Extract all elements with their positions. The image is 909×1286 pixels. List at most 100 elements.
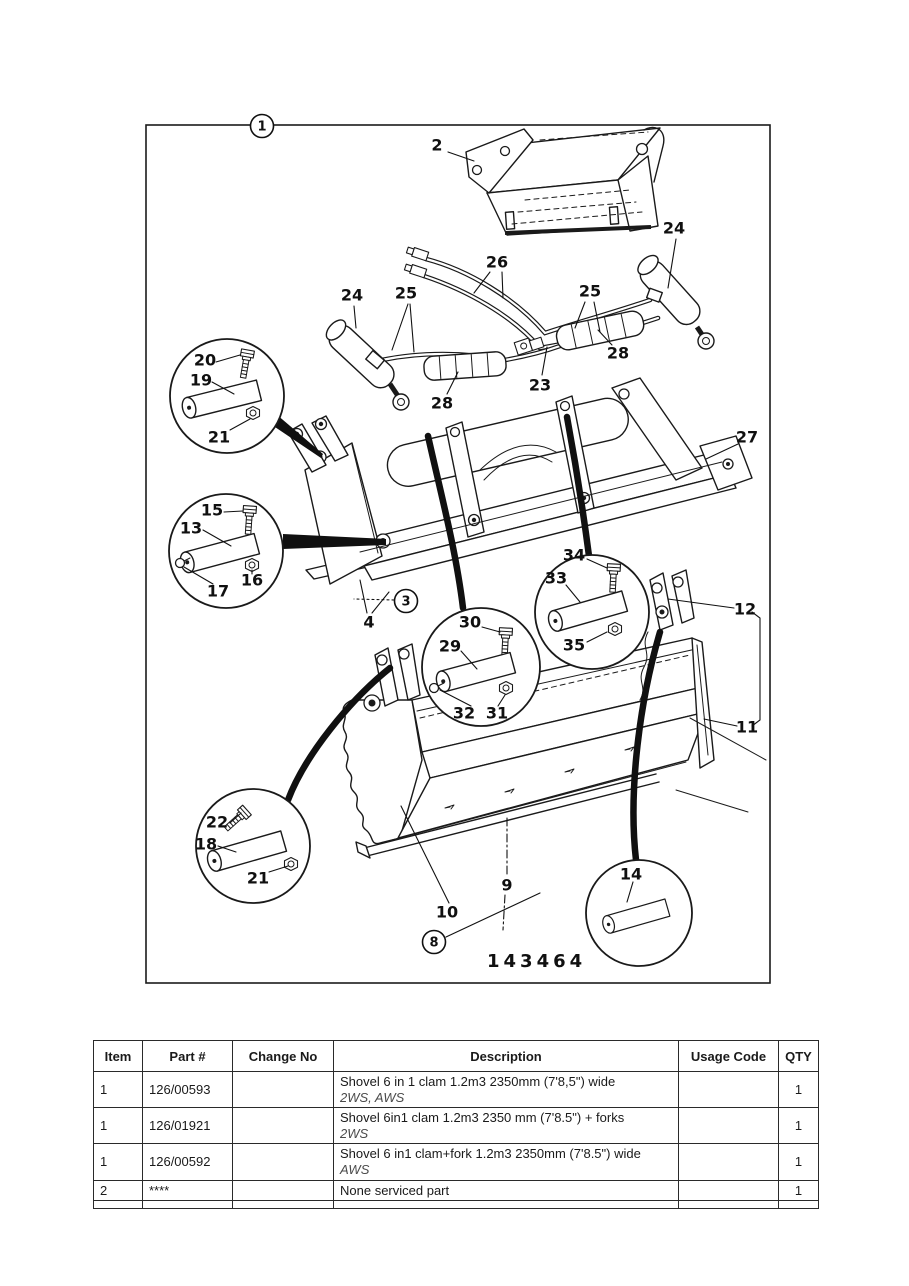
callout-8: 8 <box>429 936 438 951</box>
nut-glyph <box>607 621 623 637</box>
cell-part-number: **** <box>142 1179 233 1202</box>
cell-qty: 1 <box>778 1107 819 1145</box>
callout-16: 16 <box>241 571 263 590</box>
callout-11: 11 <box>736 718 758 737</box>
column-header-usage-code: Usage Code <box>678 1040 779 1072</box>
callout-25: 25 <box>395 284 417 303</box>
cell-description: Shovel 6 in 1 clam 1.2m3 2350mm (7'8,5")… <box>333 1070 679 1109</box>
nut-glyph <box>245 405 261 421</box>
callout-13: 13 <box>180 519 202 538</box>
callout-21: 21 <box>247 869 269 888</box>
cell-change-no <box>232 1070 334 1109</box>
empty-cell <box>333 1200 679 1210</box>
cell-qty: 1 <box>778 1179 819 1202</box>
callout-28: 28 <box>431 394 453 413</box>
callout-35: 35 <box>563 636 585 655</box>
cell-description: None serviced part <box>333 1179 679 1202</box>
callout-4: 4 <box>363 613 374 632</box>
callout-17: 17 <box>207 582 229 601</box>
callout-23: 23 <box>529 376 551 395</box>
callout-9: 9 <box>501 876 512 895</box>
callout-1: 1 <box>257 120 266 135</box>
description-text: Shovel 6 in 1 clam 1.2m3 2350mm (7'8,5")… <box>340 1074 616 1089</box>
column-header-change-no: Change No <box>232 1040 334 1072</box>
callout-21: 21 <box>208 428 230 447</box>
cell-description: Shovel 6 in1 clam+fork 1.2m3 2350mm (7'8… <box>333 1143 679 1181</box>
callout-3: 3 <box>401 595 410 610</box>
callout-22: 22 <box>206 813 228 832</box>
column-header-description: Description <box>333 1040 679 1072</box>
callout-14: 14 <box>620 865 642 884</box>
grease-fitting-glyph <box>428 682 440 694</box>
cell-item: 1 <box>93 1143 143 1181</box>
callout-2: 2 <box>431 136 442 155</box>
cell-description: Shovel 6in1 clam 1.2m3 2350 mm (7'8.5") … <box>333 1107 679 1145</box>
callout-27: 27 <box>736 428 758 447</box>
hydraulic-cylinders-hoses-drawing <box>325 246 715 411</box>
callout-30: 30 <box>459 613 481 632</box>
cell-item: 1 <box>93 1070 143 1109</box>
description-variant: 2WS, AWS <box>340 1089 405 1105</box>
cell-part-number: 126/00592 <box>142 1143 233 1181</box>
callout-10: 10 <box>436 903 458 922</box>
empty-cell <box>93 1200 143 1210</box>
cell-qty: 1 <box>778 1070 819 1109</box>
figure-number: 143464 <box>487 951 586 972</box>
callout-12: 12 <box>734 600 756 619</box>
cell-part-number: 126/00593 <box>142 1070 233 1109</box>
callout-29: 29 <box>439 637 461 656</box>
cell-usage-code <box>678 1107 779 1145</box>
cell-usage-code <box>678 1143 779 1181</box>
cell-change-no <box>232 1143 334 1181</box>
description-text: None serviced part <box>340 1182 450 1198</box>
description-variant: 2WS <box>340 1125 369 1141</box>
callout-24: 24 <box>341 286 363 305</box>
cell-item: 2 <box>93 1179 143 1202</box>
callout-circle-3 <box>393 588 419 614</box>
callout-34: 34 <box>563 546 585 565</box>
column-header-qty: QTY <box>778 1040 819 1072</box>
callout-24: 24 <box>663 219 685 238</box>
cell-item: 1 <box>93 1107 143 1145</box>
cell-change-no <box>232 1107 334 1145</box>
cell-part-number: 126/01921 <box>142 1107 233 1145</box>
callout-circle-8 <box>421 929 447 955</box>
callout-19: 19 <box>190 371 212 390</box>
detail-circles <box>168 338 693 967</box>
main-frame-drawing <box>287 377 753 585</box>
callout-32: 32 <box>453 704 475 723</box>
empty-cell <box>232 1200 334 1210</box>
callout-31: 31 <box>486 704 508 723</box>
column-header-item: Item <box>93 1040 143 1072</box>
cell-usage-code <box>678 1070 779 1109</box>
diagram-border <box>145 124 771 984</box>
callout-33: 33 <box>545 569 567 588</box>
callout-25: 25 <box>579 282 601 301</box>
empty-cell <box>678 1200 779 1210</box>
callout-circle-1 <box>249 113 275 139</box>
table-row: 2**** None serviced part 1 <box>93 1179 819 1202</box>
cell-usage-code <box>678 1179 779 1202</box>
cell-change-no <box>232 1179 334 1202</box>
callout-20: 20 <box>194 351 216 370</box>
callout-26: 26 <box>486 253 508 272</box>
top-hitch-bracket-drawing <box>465 126 665 236</box>
callout-leader-lines <box>183 151 761 938</box>
column-header-part-: Part # <box>142 1040 233 1072</box>
description-variant: AWS <box>340 1161 370 1177</box>
callout-15: 15 <box>201 501 223 520</box>
grease-fitting-glyph <box>174 557 186 569</box>
empty-cell <box>142 1200 233 1210</box>
cell-qty: 1 <box>778 1143 819 1181</box>
callout-28: 28 <box>607 344 629 363</box>
nut-glyph <box>283 856 299 872</box>
empty-cell <box>778 1200 819 1210</box>
description-text: Shovel 6 in1 clam+fork 1.2m3 2350mm (7'8… <box>340 1146 641 1162</box>
